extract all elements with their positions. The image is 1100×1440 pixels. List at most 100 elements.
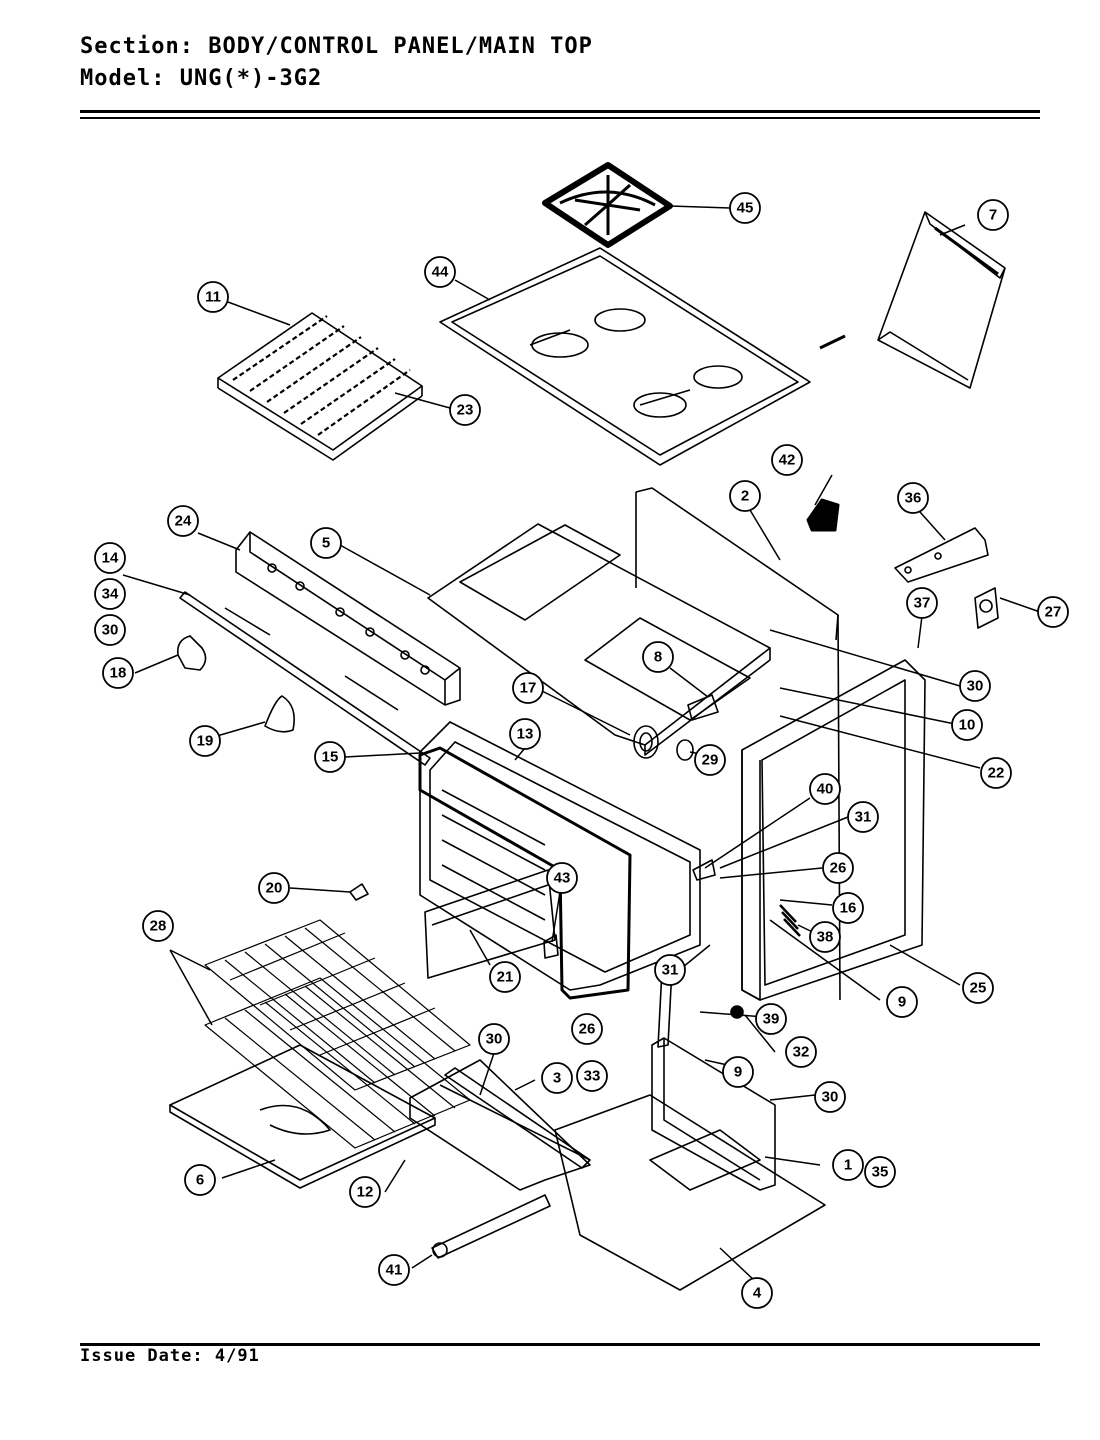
svg-text:30: 30 [822, 1089, 839, 1106]
bracket-36 [894, 527, 989, 583]
footer-rule [80, 1343, 1040, 1346]
burner-grate [542, 162, 673, 248]
rear-panel [877, 211, 1006, 389]
callout-42: 42 [771, 444, 803, 476]
callout-36: 36 [897, 482, 929, 514]
svg-text:7: 7 [989, 207, 997, 224]
back-plate [651, 1037, 776, 1191]
callout-20: 20 [258, 872, 290, 904]
svg-text:42: 42 [779, 452, 796, 469]
issue-label: Issue Date: [80, 1346, 204, 1366]
callout-21: 21 [489, 961, 521, 993]
liner-bottom-panel [424, 869, 556, 979]
side-frame [741, 659, 926, 1001]
section-value: BODY/CONTROL PANEL/MAIN TOP [208, 34, 593, 59]
callout-7: 7 [977, 199, 1009, 231]
svg-text:43: 43 [554, 870, 571, 887]
main-top [439, 247, 846, 466]
part-drawings [169, 162, 1006, 1291]
callout-13: 13 [509, 718, 541, 750]
callout-43: 43 [546, 862, 578, 894]
callout-14: 14 [94, 542, 126, 574]
model-heading: Model: UNG(*)-3G2 [80, 66, 322, 91]
callout-35: 35 [864, 1156, 896, 1188]
svg-text:12: 12 [357, 1184, 374, 1201]
svg-text:2: 2 [741, 488, 749, 505]
callout-17: 17 [512, 672, 544, 704]
drawer-tray [169, 1044, 436, 1189]
svg-text:10: 10 [959, 717, 976, 734]
callout-18: 18 [102, 657, 134, 689]
svg-text:22: 22 [988, 765, 1005, 782]
svg-text:8: 8 [654, 649, 662, 666]
svg-text:32: 32 [793, 1044, 810, 1061]
callout-30b: 30 [959, 670, 991, 702]
callout-29: 29 [694, 744, 726, 776]
svg-text:16: 16 [840, 900, 857, 917]
svg-text:37: 37 [914, 595, 931, 612]
leader-lines [122, 205, 1041, 1284]
callout-24: 24 [167, 505, 199, 537]
svg-text:21: 21 [497, 969, 514, 986]
svg-text:44: 44 [432, 264, 449, 281]
clip-40 [692, 859, 716, 881]
callout-labels: 45 7 44 11 23 42 2 36 24 5 14 34 30 37 2… [94, 192, 1069, 1309]
svg-text:18: 18 [110, 665, 127, 682]
callout-33: 33 [576, 1060, 608, 1092]
svg-text:30: 30 [486, 1031, 503, 1048]
plate-27 [974, 587, 999, 629]
callout-12: 12 [349, 1176, 381, 1208]
knob-18 [176, 635, 207, 671]
svg-text:29: 29 [702, 752, 719, 769]
callout-26b: 26 [571, 1013, 603, 1045]
svg-text:33: 33 [584, 1068, 601, 1085]
issue-date: Issue Date: 4/91 [80, 1346, 260, 1366]
svg-text:26: 26 [579, 1021, 596, 1038]
callout-32: 32 [785, 1036, 817, 1068]
callout-39: 39 [755, 1003, 787, 1035]
fitting-29 [676, 739, 694, 761]
svg-text:36: 36 [905, 490, 922, 507]
callout-1: 1 [832, 1149, 864, 1181]
svg-text:31: 31 [662, 962, 679, 979]
callout-41: 41 [378, 1254, 410, 1286]
drawer-slide [444, 1067, 591, 1169]
panel-rail [179, 591, 431, 766]
oven-racks [204, 919, 471, 1149]
callout-26a: 26 [822, 852, 854, 884]
callout-2: 2 [729, 480, 761, 512]
broiler-pan [217, 312, 423, 461]
callout-44: 44 [424, 256, 456, 288]
bracket-8 [687, 694, 719, 721]
oven-top [427, 523, 771, 756]
model-value: UNG(*)-3G2 [179, 66, 323, 91]
callout-6: 6 [184, 1164, 216, 1196]
svg-text:34: 34 [102, 586, 119, 603]
callout-27: 27 [1037, 596, 1069, 628]
drawer-rail-41 [431, 1194, 551, 1259]
callout-40: 40 [809, 773, 841, 805]
svg-text:14: 14 [102, 550, 119, 567]
callout-8: 8 [642, 641, 674, 673]
issue-value: 4/91 [214, 1346, 260, 1366]
callout-34: 34 [94, 578, 126, 610]
callout-23: 23 [449, 394, 481, 426]
callout-9a: 9 [886, 986, 918, 1018]
svg-text:30: 30 [967, 678, 984, 695]
callout-10: 10 [951, 709, 983, 741]
svg-text:4: 4 [753, 1285, 762, 1302]
svg-text:9: 9 [734, 1064, 742, 1081]
svg-text:5: 5 [322, 535, 330, 552]
control-panel [235, 531, 461, 706]
svg-text:35: 35 [872, 1164, 889, 1181]
svg-text:19: 19 [197, 733, 214, 750]
callout-30a: 30 [94, 614, 126, 646]
brush-42 [806, 498, 840, 532]
callout-4: 4 [741, 1277, 773, 1309]
back-wall [635, 487, 841, 1001]
svg-text:41: 41 [386, 1262, 403, 1279]
svg-text:24: 24 [175, 513, 192, 530]
callout-22: 22 [980, 757, 1012, 789]
oven-liner [419, 721, 701, 991]
